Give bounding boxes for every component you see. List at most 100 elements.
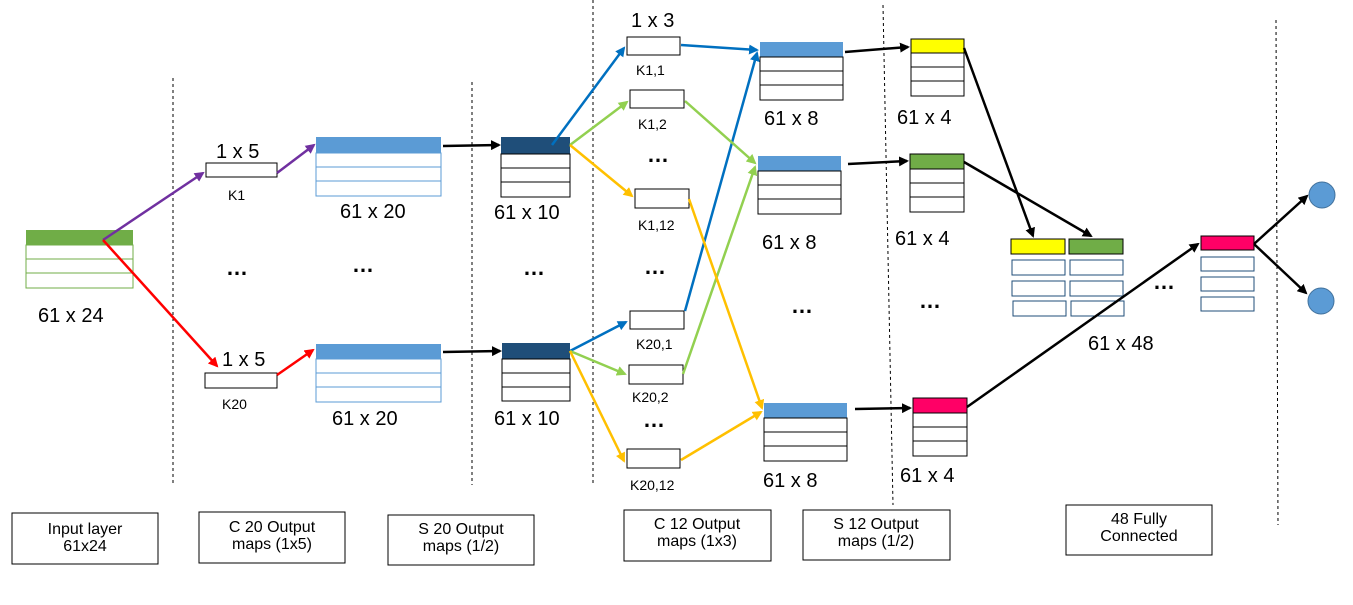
stage-caption-s20: S 20 Output maps (1/2) (387, 514, 535, 566)
flatten-row (1011, 280, 1066, 297)
stage-caption-fc: 48 Fully Connected (1065, 504, 1213, 556)
arrow-c2-1-to-s2-1 (844, 42, 910, 54)
pool1-map-top-row (500, 153, 571, 169)
arrow-fc-to-output-2 (1253, 243, 1308, 295)
conv2-2-size-label: 61 x 8 (762, 232, 816, 254)
arrow-k20-12-to-c2-3 (680, 410, 763, 462)
kernel-k1-12 (634, 188, 690, 209)
arrow-c2-3-to-s2-3 (854, 403, 912, 414)
conv1-top-size-label: 61 x 20 (340, 201, 406, 223)
pool1-map-bottom-row (501, 386, 571, 402)
stage-caption-s12: S 12 Output maps (1/2) (802, 509, 951, 561)
flatten-row (1012, 300, 1067, 317)
conv2-map-1 (759, 42, 844, 101)
arrow-c2-2-to-s2-2 (847, 156, 909, 167)
pool1-map-top-row (500, 167, 571, 183)
stage-caption-fc-line2: Connected (1100, 528, 1177, 545)
conv1-map-bottom-header (316, 344, 441, 359)
pool2-map-3-row (912, 412, 968, 428)
pool1-map-bottom-row (501, 358, 571, 374)
kernel-k20-name: K20 (222, 396, 247, 412)
arrow-s1-to-k20-2 (569, 349, 627, 376)
output-node-2 (1307, 287, 1335, 315)
conv2-map-3-row (763, 431, 848, 447)
pool2-3-size-label: 61 x 4 (900, 465, 954, 487)
kernel-k1-1-name: K1,1 (636, 62, 665, 78)
stage-separators (172, 0, 1279, 526)
stage-caption-input: Input layer 61x24 (11, 512, 159, 565)
kernel-k1-2 (629, 89, 685, 109)
stage-caption-s12-line1: S 12 Output (833, 516, 919, 533)
pool1-map-top-row (500, 181, 571, 198)
stage-caption-c20: C 20 Output maps (1x5) (198, 511, 346, 564)
ellipsis-k20: … (643, 407, 665, 432)
ellipsis-c2: … (791, 293, 813, 318)
pool2-map-2-row (909, 182, 965, 198)
pool1-map-top-header (501, 137, 570, 154)
arrow-k20-1-to-c2-1 (683, 51, 760, 312)
kernel-k20-12-name: K20,12 (630, 477, 675, 493)
pool1-map-bottom-header (502, 343, 570, 359)
kernel-k1-name: K1 (228, 187, 245, 203)
kernel-k1-size: 1 x 5 (216, 141, 259, 163)
kernel-k20-1-name: K20,1 (636, 336, 673, 352)
arrow-input-to-k20 (102, 239, 219, 368)
kernel-k20 (204, 372, 278, 389)
conv1-map-top-row (315, 180, 442, 197)
conv2-map-3-header (764, 403, 847, 418)
stage-caption-s20-line1: S 20 Output (418, 521, 504, 538)
flatten-pink-row (1200, 256, 1255, 272)
arrow-s2-2-to-fc (963, 160, 1093, 238)
kernel-k1-1-size: 1 x 3 (631, 10, 674, 32)
arrow-k20-2-to-c2-2 (681, 165, 758, 375)
arrow-k1-2-to-c2-2 (684, 100, 757, 165)
conv1-map-bottom-row (315, 386, 442, 403)
conv2-3-size-label: 61 x 8 (763, 470, 817, 492)
pool2-map-3-row (912, 426, 968, 442)
arrow-k20-to-c1 (276, 348, 315, 377)
arrow-input-to-k1 (102, 171, 205, 242)
stage-caption-input-line2: 61x24 (63, 538, 107, 555)
arrow-k1-to-c1 (276, 143, 316, 174)
ellipsis-k-mid: … (644, 254, 666, 279)
arrow-s1-to-k20-12 (568, 350, 626, 463)
stage-caption-c12-line2: maps (1x3) (657, 533, 737, 550)
pool2-map-2 (909, 153, 965, 213)
output-node-1 (1308, 181, 1336, 209)
kernel-k1 (205, 162, 278, 178)
conv2-map-1-row (759, 56, 844, 72)
stage-caption-c20-line2: maps (1x5) (232, 536, 312, 553)
arrows (102, 42, 1309, 463)
kernel-k20-2-name: K20,2 (632, 389, 669, 405)
arrow-c1-to-s1-bottom (442, 346, 502, 357)
kernel-k20-12 (626, 448, 681, 469)
input-map-header (26, 230, 133, 245)
arrow-k1-1-to-c2-1 (680, 43, 759, 55)
conv2-map-2 (757, 156, 842, 215)
flatten-row (1069, 280, 1124, 297)
conv2-map-1-row (759, 84, 844, 101)
pool2-map-3-header (912, 397, 968, 414)
arrow-fc-to-output-1 (1253, 194, 1309, 245)
separator-4 (882, 4, 894, 506)
pool2-map-1 (910, 38, 965, 97)
stage-caption-c12-line1: C 12 Output (654, 516, 741, 533)
flatten-pink-header (1200, 235, 1255, 251)
conv2-map-2-header (758, 156, 841, 171)
input-map-row (25, 272, 134, 289)
pool2-map-1-row (910, 66, 965, 82)
pool2-1-size-label: 61 x 4 (897, 107, 951, 129)
kernel-k1-1 (626, 36, 681, 56)
stage-caption-c12: C 12 Output maps (1x3) (623, 509, 772, 562)
stage-caption-s12-line2: maps (1/2) (838, 533, 914, 550)
flatten-map (1010, 238, 1125, 317)
ellipsis-fc: … (1153, 269, 1175, 294)
flatten-green-header (1068, 238, 1124, 255)
pool2-map-2-row (909, 196, 965, 213)
separator-5 (1275, 19, 1279, 526)
pool2-2-size-label: 61 x 4 (895, 228, 949, 250)
arrow-s1-to-k1-1 (550, 46, 626, 146)
ellipsis-k1: … (647, 142, 669, 167)
ellipsis-s2: … (919, 288, 941, 313)
arrow-s1-to-k20-1 (569, 320, 628, 353)
